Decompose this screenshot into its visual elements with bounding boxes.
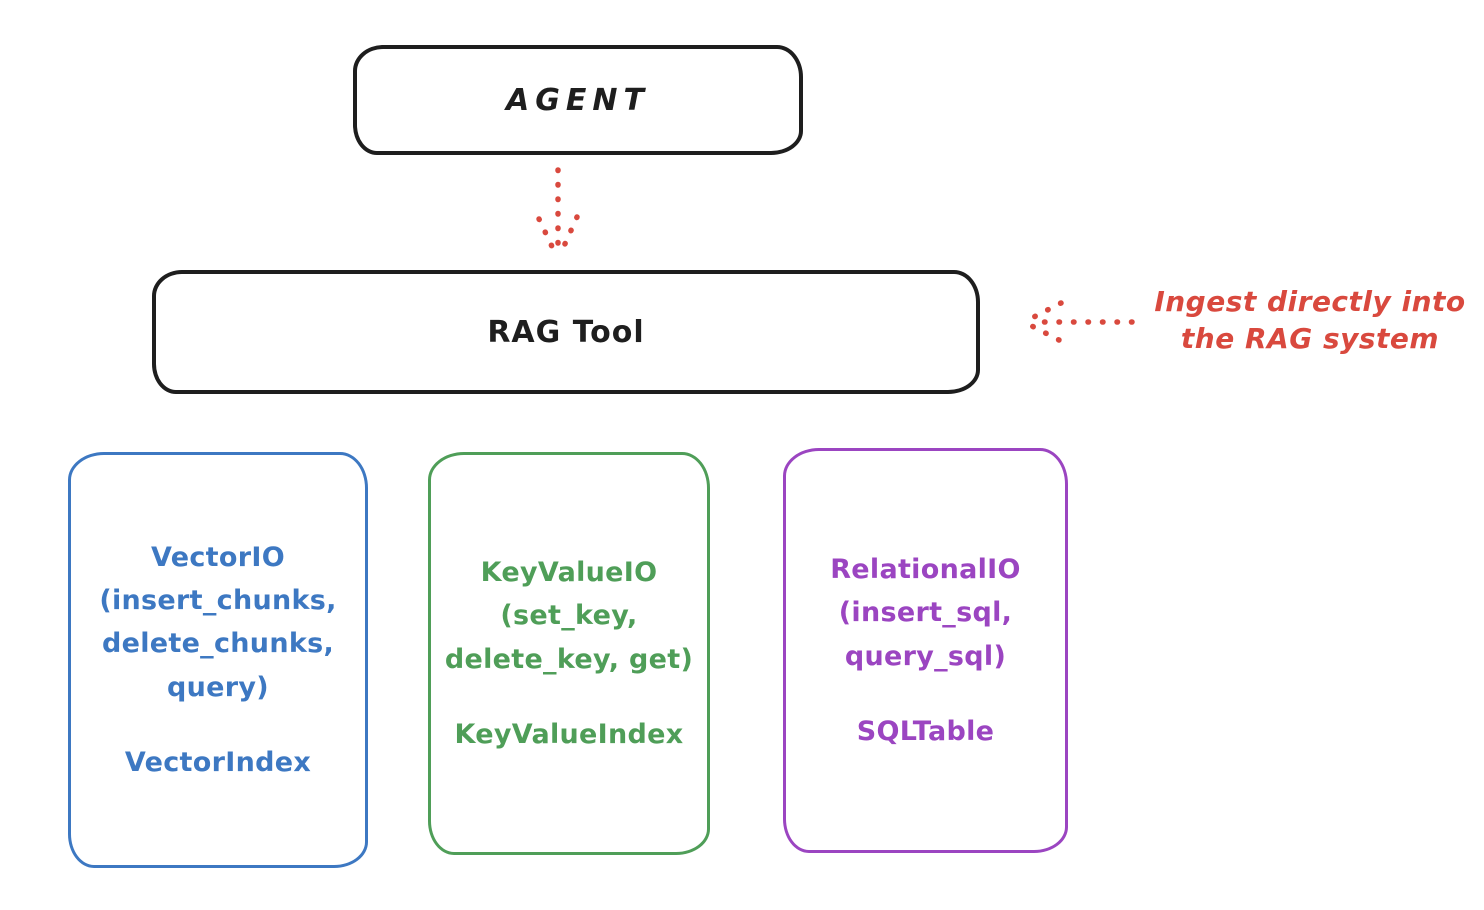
rag-tool-node: RAG Tool bbox=[152, 270, 980, 394]
card-line: query_sql) bbox=[844, 640, 1007, 672]
agent-node: AGENT bbox=[353, 45, 803, 155]
card-footer-label: SQLTable bbox=[856, 715, 995, 747]
card-line: (set_key, bbox=[500, 600, 638, 632]
card-keyvalue-io: KeyValueIO (set_key, delete_key, get) Ke… bbox=[428, 452, 710, 855]
card-line: (insert_chunks, bbox=[99, 585, 337, 617]
card-line: delete_key, get) bbox=[444, 643, 694, 675]
card-line: query) bbox=[167, 671, 269, 703]
arrow-annotation-to-ragtool-icon bbox=[1025, 300, 1135, 343]
rag-tool-label: RAG Tool bbox=[487, 314, 645, 350]
card-vector-io: VectorIO (insert_chunks, delete_chunks, … bbox=[68, 452, 368, 868]
card-line: VectorIO bbox=[151, 542, 285, 574]
annotation-line-2: the RAG system bbox=[1180, 321, 1440, 355]
card-footer-label: VectorIndex bbox=[124, 746, 312, 778]
annotation-line-1: Ingest directly into bbox=[1154, 285, 1466, 318]
agent-label: AGENT bbox=[506, 82, 650, 118]
card-line: (insert_sql, bbox=[838, 597, 1013, 629]
card-line: KeyValueIO bbox=[480, 557, 658, 589]
card-line: delete_chunks, bbox=[101, 628, 335, 660]
card-line: RelationalIO bbox=[830, 554, 1021, 586]
card-relational-io: RelationalIO (insert_sql, query_sql) SQL… bbox=[783, 448, 1068, 853]
annotation-text: Ingest directly into the RAG system bbox=[1138, 284, 1482, 358]
card-footer-label: KeyValueIndex bbox=[454, 718, 684, 750]
arrow-agent-to-ragtool-icon bbox=[536, 167, 580, 258]
